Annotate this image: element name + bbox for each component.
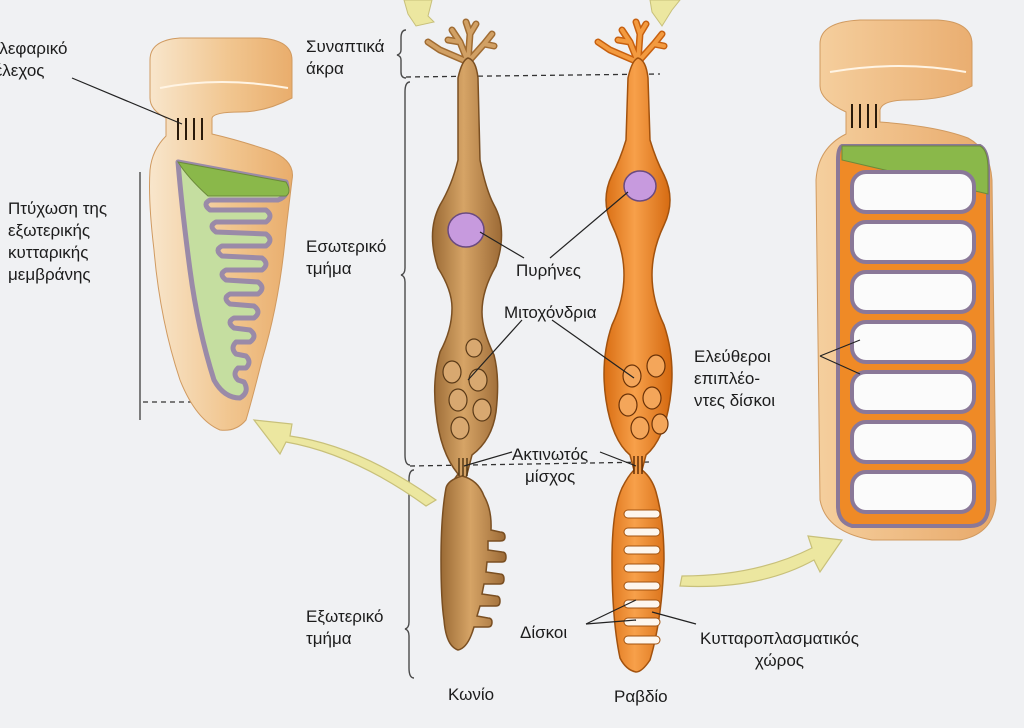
cone-detail bbox=[149, 37, 293, 431]
outer-segment-label: Εξωτερικό τμήμα bbox=[306, 607, 384, 648]
rod-detail bbox=[815, 19, 997, 541]
rod-label: Ραβδίο bbox=[614, 687, 668, 706]
rod-detail-discs bbox=[850, 170, 976, 514]
arrow-to-rod-detail bbox=[679, 535, 844, 588]
top-arrow-left bbox=[403, 0, 435, 27]
top-arrow-right bbox=[649, 0, 681, 27]
cone-nucleus bbox=[447, 212, 485, 248]
rod-mitochondria bbox=[618, 354, 669, 440]
rod-cell bbox=[594, 18, 673, 673]
mitochondria-label: Μιτοχόνδρια bbox=[504, 303, 597, 322]
cone-mitochondria bbox=[442, 338, 492, 440]
rod-nucleus bbox=[623, 170, 657, 202]
arrow-to-cone-detail bbox=[252, 419, 438, 507]
synaptic-terminals-label: Συναπτικά άκρα bbox=[306, 37, 385, 78]
region-brackets bbox=[139, 29, 415, 679]
blepharic-stalk-label: Βλεφαρικό τέλεχος bbox=[0, 39, 68, 80]
inner-segment-label: Εσωτερικό τμήμα bbox=[306, 237, 387, 278]
cone-label: Κωνίο bbox=[448, 685, 495, 704]
cone-cell bbox=[424, 18, 507, 651]
membrane-folding-label: Πτύχωση της εξωτερικής κυτταρικής μεμβρά… bbox=[8, 199, 108, 284]
discs-label: Δίσκοι bbox=[520, 623, 568, 642]
free-discs-label: Ελεύθεροι επιπλέο- ντες δίσκοι bbox=[694, 347, 775, 410]
leader-lines bbox=[71, 77, 861, 625]
cilium-label: Ακτινωτός μίσχος bbox=[512, 445, 589, 486]
nuclei-label: Πυρήνες bbox=[516, 261, 581, 280]
cytoplasmic-space-label: Κυτταροπλασματικός χώρος bbox=[700, 629, 859, 670]
rod-discs bbox=[623, 509, 661, 645]
